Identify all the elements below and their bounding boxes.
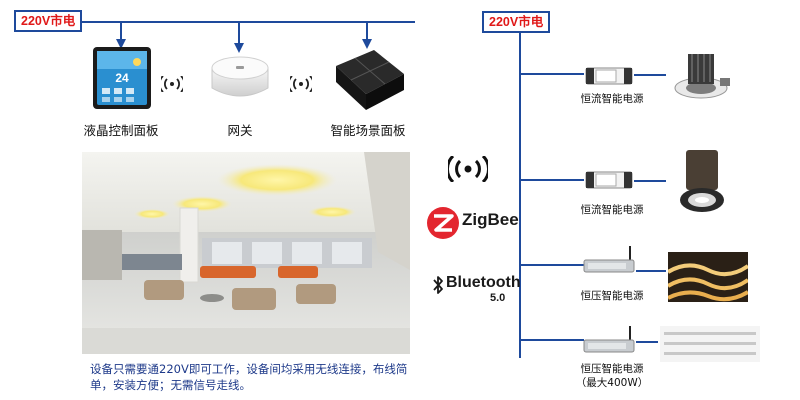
scene-panel-caption: 智能场景面板 <box>330 123 406 138</box>
bluetooth-label: Bluetooth <box>446 274 521 291</box>
downlight-fixture <box>674 54 730 99</box>
driver-1-caption: 恒流智能电源 <box>580 93 644 105</box>
constant-voltage-driver <box>583 326 635 353</box>
interior-lighting-photo <box>82 152 410 354</box>
gateway-caption: 网关 <box>227 123 253 138</box>
mains-label-right: 220V市电 <box>482 11 551 33</box>
zigbee-label: ZigBee <box>462 210 519 229</box>
lcd-control-panel: 24 <box>93 47 151 109</box>
driver-4-caption-line1: 恒压智能电源 <box>580 363 644 375</box>
zigbee-logo-icon <box>427 207 459 239</box>
lcd-clock: 24 <box>115 71 129 85</box>
gateway-device <box>211 56 269 97</box>
constant-current-driver <box>585 67 633 85</box>
driver-4-caption-line2: （最大400W） <box>575 377 649 389</box>
bluetooth-version: 5.0 <box>490 292 506 304</box>
bluetooth-logo-icon <box>433 276 443 294</box>
driver-3-caption: 恒压智能电源 <box>580 290 644 302</box>
mains-label-left: 220V市电 <box>14 10 83 32</box>
installation-note: 设备只需要通220V即可工作，设备间均采用无线连接，布线简单，安装方便；无需信号… <box>90 362 408 392</box>
wireless-signal-icon <box>161 76 183 92</box>
scene-panel-device <box>336 50 404 110</box>
driver-2-caption: 恒流智能电源 <box>580 204 644 216</box>
spotlight-fixture <box>680 150 724 212</box>
constant-current-driver <box>585 171 633 189</box>
lcd-panel-caption: 液晶控制面板 <box>83 123 159 138</box>
constant-voltage-driver <box>583 246 635 273</box>
wireless-signal-icon <box>448 156 488 182</box>
driver-4-caption: 恒压智能电源 （最大400W） <box>566 362 658 390</box>
linear-light-fixture <box>660 326 760 362</box>
led-strip-fixture <box>668 252 748 302</box>
wireless-signal-icon <box>290 76 312 92</box>
